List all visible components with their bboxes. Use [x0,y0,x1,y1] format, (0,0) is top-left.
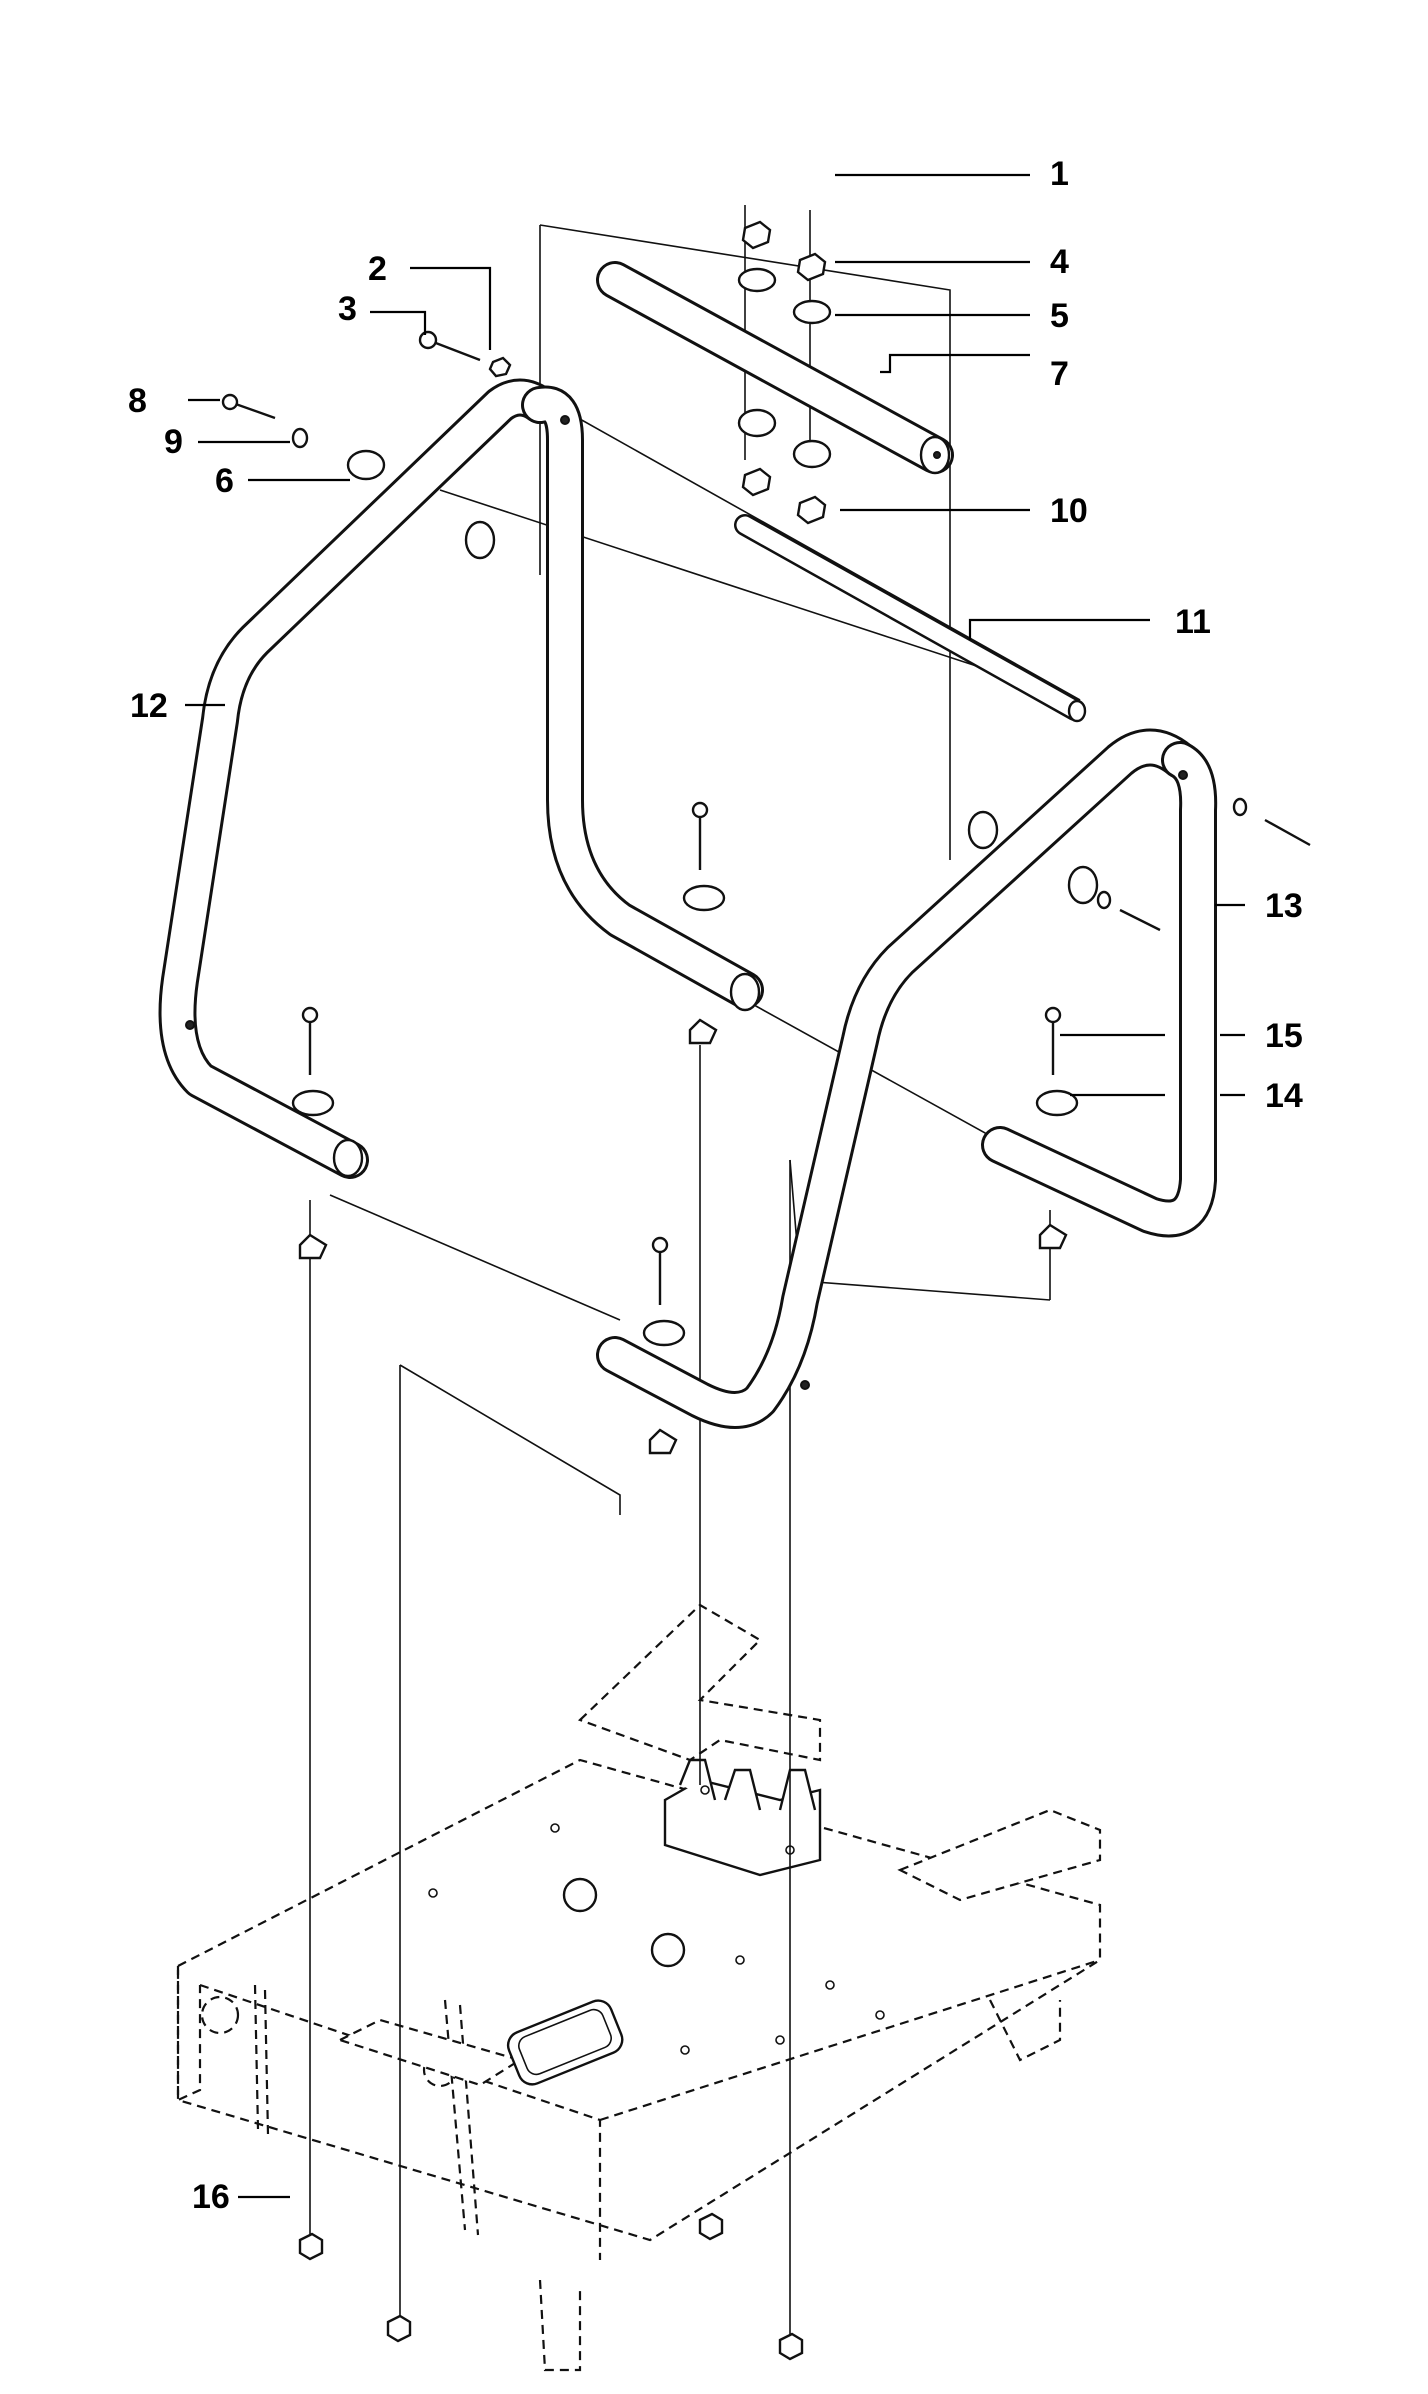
callout-16: 16 [192,2178,230,2216]
callout-4: 4 [1050,243,1069,281]
callout-13: 13 [1265,887,1303,925]
callout-15: 15 [1265,1017,1303,1055]
callout-12: 12 [130,687,168,725]
hardware [221,220,1311,2361]
u-bolt [747,66,813,210]
clamp-tube [596,261,954,475]
callout-11: 11 [1175,603,1211,641]
callout-6: 6 [215,462,234,500]
callout-8: 8 [128,382,147,420]
callout-1: 1 [1050,155,1069,193]
callout-3: 3 [338,290,357,328]
callout-5: 5 [1050,297,1069,335]
callout-7: 7 [1050,355,1069,393]
callout-14: 14 [1265,1077,1303,1115]
frame-left [158,378,764,1179]
callout-leaders [185,173,1245,2199]
callout-9: 9 [164,423,183,461]
callout-10: 10 [1050,492,1088,530]
callout-labels: 1 2 3 4 5 6 7 8 9 10 11 12 13 14 15 16 [128,155,1303,2216]
frame-right [596,728,1218,1429]
rod [734,514,1087,723]
explode-lines [309,205,1081,2340]
base-plate [176,1603,1102,2372]
callout-2: 2 [368,250,387,288]
